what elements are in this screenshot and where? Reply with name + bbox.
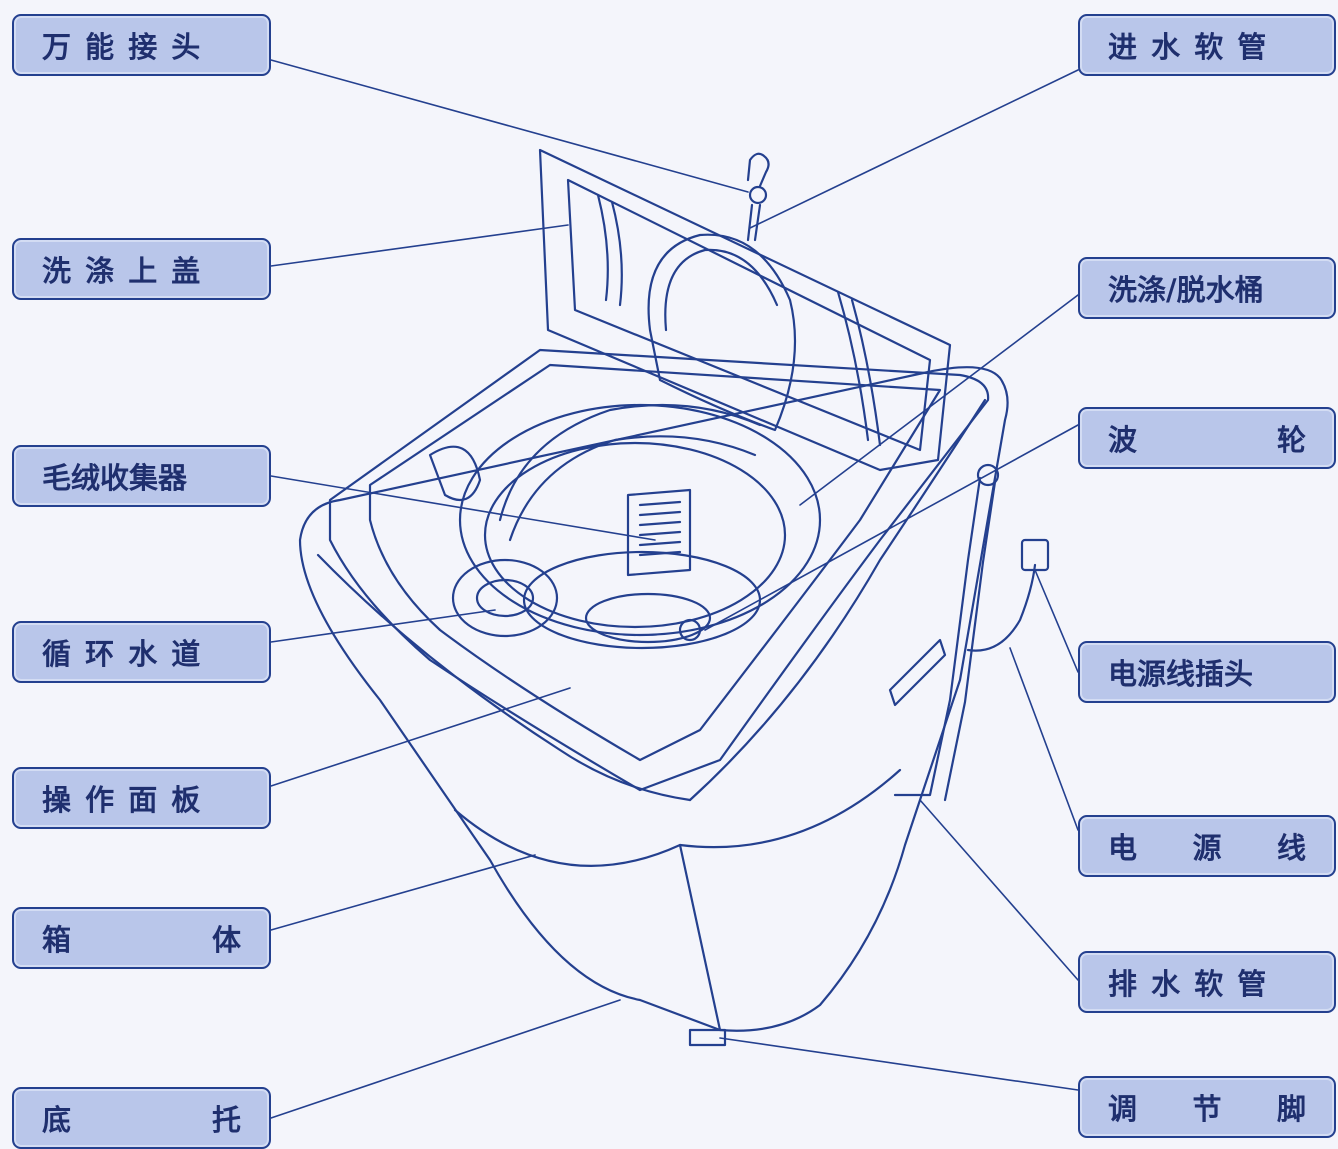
lid-panel: [538, 148, 952, 472]
label-universal-connector: 万 能 接 头: [12, 14, 271, 76]
label-char: 线: [1276, 831, 1306, 865]
label-char: 电: [1108, 831, 1138, 865]
cabinet-front-edge: [316, 553, 692, 802]
inlet-hose: [746, 203, 762, 242]
pulsator: [584, 592, 712, 644]
cabinet-side-edge: [688, 398, 987, 802]
label-char: 节: [1192, 1092, 1222, 1126]
top-deck-outer: [328, 348, 990, 792]
label-power-plug: 电源线插头: [1078, 641, 1336, 703]
label-text: 毛绒收集器: [42, 461, 188, 495]
label-char: 轮: [1276, 423, 1306, 457]
drain-hose: [893, 476, 982, 797]
tub-bottom: [522, 550, 762, 650]
label-lint-collector: 毛绒收集器: [12, 445, 271, 507]
label-char: 箱: [42, 923, 72, 957]
softener-cup: [428, 445, 482, 502]
label-text: 操 作 面 板: [42, 783, 203, 817]
tap-connector: [746, 152, 770, 188]
label-char: 脚: [1276, 1092, 1306, 1126]
label-text: 电源线插头: [1108, 657, 1254, 691]
label-char: 体: [211, 923, 241, 957]
label-circulation-channel: 循 环 水 道: [12, 621, 271, 683]
tub-rim: [458, 403, 822, 637]
label-inlet-hose: 进 水 软 管: [1078, 14, 1336, 76]
label-text: 万 能 接 头: [42, 30, 203, 64]
label-text: 循 环 水 道: [42, 637, 203, 671]
cabinet-recess: [888, 638, 947, 707]
leader-lines: [270, 59, 1079, 1119]
label-drain-hose: 排 水 软 管: [1078, 951, 1336, 1013]
label-char: 调: [1108, 1092, 1138, 1126]
adjust-foot: [688, 1028, 727, 1047]
lid-window: [647, 233, 797, 432]
cabinet-outline: [298, 366, 1009, 1032]
label-text: 排 水 软 管: [1108, 967, 1269, 1001]
label-text: 进 水 软 管: [1108, 30, 1269, 64]
label-adjustable-foot: 调 节 脚: [1078, 1076, 1336, 1138]
label-pulsator: 波 轮: [1078, 407, 1336, 469]
label-power-cord: 电 源 线: [1078, 815, 1336, 877]
label-wash-spin-tub: 洗涤/脱水桶: [1078, 257, 1336, 319]
label-cabinet: 箱 体: [12, 907, 271, 969]
label-char: 底: [42, 1103, 72, 1137]
circulation-cup: [451, 558, 559, 638]
label-text: 洗 涤 上 盖: [42, 254, 203, 288]
label-base: 底 托: [12, 1087, 271, 1149]
label-char: 源: [1192, 831, 1222, 865]
label-char: 托: [211, 1103, 241, 1137]
lint-filter: [626, 488, 692, 577]
label-wash-lid: 洗 涤 上 盖: [12, 238, 271, 300]
label-text: 洗涤/脱水桶: [1108, 273, 1264, 307]
label-char: 波: [1108, 423, 1138, 457]
lid-frame: [566, 178, 932, 452]
tub-inner-rim: [483, 441, 787, 629]
cabinet-lower-panel: [453, 808, 722, 1032]
label-control-panel: 操 作 面 板: [12, 767, 271, 829]
top-deck-inner: [368, 363, 942, 762]
power-cord: [966, 563, 1037, 652]
